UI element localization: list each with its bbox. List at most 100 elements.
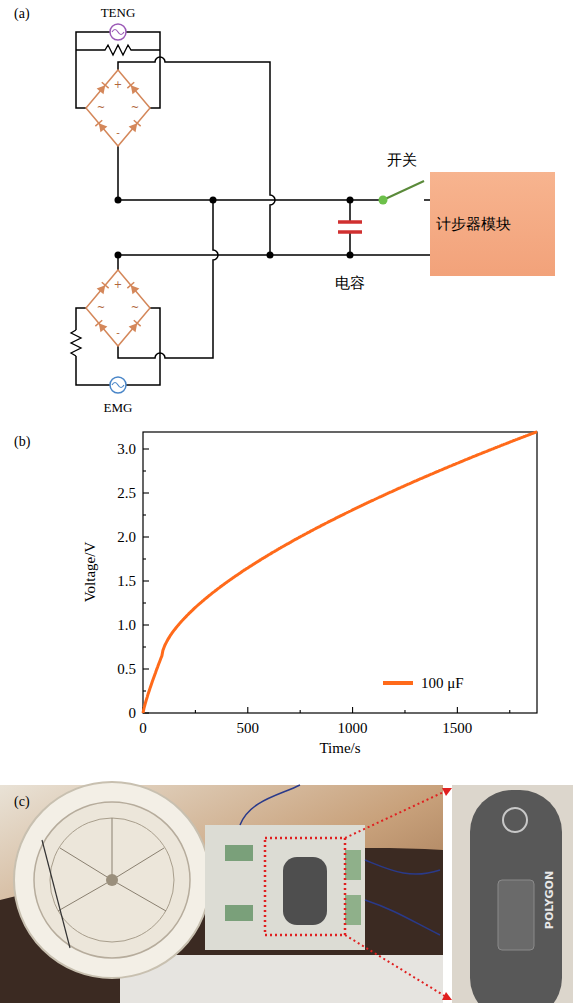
zoom-arrow (345, 790, 448, 998)
circuit-board (225, 845, 253, 861)
pedometer-device (503, 808, 527, 832)
capacitor-symbol (338, 220, 362, 224)
rectifier-bridge (86, 70, 150, 346)
pedometer-device (470, 790, 562, 1003)
zoom-arrowhead (442, 992, 452, 1000)
panel-label: (a) (14, 7, 30, 21)
zoom-arrowhead (442, 788, 452, 1000)
voltage-chart (0, 420, 573, 840)
rotating-cylinder (34, 802, 190, 958)
circuit-board (345, 895, 361, 925)
x-axis-tick (404, 710, 405, 713)
x-axis-tick (509, 710, 510, 713)
switch-label: 开关 (387, 153, 417, 168)
y-tick-label: 2.0 (117, 530, 136, 545)
capacitor-symbol (338, 230, 362, 234)
circuit-board (283, 857, 327, 925)
diode-symbol (129, 323, 138, 332)
brand-text: POLYGON (544, 871, 555, 929)
junction-dot (115, 252, 122, 259)
resistor-symbol (71, 45, 160, 356)
wire (118, 200, 218, 358)
circuit-board (205, 825, 365, 950)
switch-symbol (379, 181, 425, 205)
switch-symbol (383, 181, 424, 200)
diode-symbol (129, 123, 138, 132)
junction-dot (115, 197, 354, 259)
zoom-arrowhead (442, 788, 452, 796)
zoom-box (265, 838, 345, 935)
rectifier-bridge (86, 70, 150, 146)
y-axis-tick (143, 646, 146, 647)
wire (76, 308, 86, 330)
x-tick-label: 1000 (338, 721, 368, 736)
wire (126, 32, 160, 108)
resistor-symbol (76, 45, 160, 55)
diode-symbol (99, 323, 108, 332)
rotating-cylinder (58, 818, 166, 911)
x-axis-tick (247, 707, 248, 713)
x-tick-label: 500 (237, 721, 260, 736)
wire (76, 32, 110, 108)
x-axis-tick (457, 707, 458, 713)
diode-bar (127, 282, 134, 288)
paper-strip (120, 955, 443, 1003)
photo-background (0, 785, 443, 1003)
rectifier-bridge (86, 270, 150, 346)
junction-dot (267, 252, 274, 259)
diode-bar (95, 320, 102, 326)
module-label: 计步器模块 (436, 215, 549, 233)
diode-symbol (99, 123, 108, 132)
y-axis-tick (143, 492, 149, 493)
y-axis-tick (143, 580, 149, 581)
wire (76, 32, 432, 385)
circuit-board (345, 850, 361, 880)
voltage-curve (143, 432, 537, 713)
y-tick-label: 0.5 (117, 662, 136, 677)
rotating-cylinder (14, 782, 210, 978)
module-box: 计步器模块 (430, 172, 555, 276)
zoom-arrow (345, 935, 448, 998)
y-tick-label: 2.5 (117, 486, 136, 501)
diode-bar (127, 82, 134, 88)
y-tick-label: 1.5 (117, 574, 136, 589)
diode-symbol (131, 85, 140, 94)
ac-source (110, 24, 126, 40)
junction-dot (210, 197, 217, 204)
ac-source (112, 383, 124, 388)
legend-line-sample (383, 681, 413, 685)
source-name: TENG (101, 6, 136, 19)
y-axis-tick (143, 624, 149, 625)
x-axis-tick (300, 710, 301, 713)
diode-symbol (131, 285, 140, 294)
wire (76, 356, 110, 385)
circuit-board (225, 905, 253, 921)
legend-text: 100 μF (421, 676, 464, 691)
x-axis-tick (195, 710, 196, 713)
rotating-cylinder (50, 818, 174, 942)
diode-bar (134, 320, 141, 326)
capacitor-symbol (338, 222, 362, 232)
y-tick-label: 1.0 (117, 618, 136, 633)
capacitor-label: 电容 (335, 276, 365, 291)
y-axis-tick (143, 668, 149, 669)
panel-label: (b) (14, 435, 30, 449)
bridge-terminal: - (116, 328, 120, 338)
panel-label: (c) (14, 795, 30, 809)
y-axis-tick (143, 514, 146, 515)
plot-frame (143, 432, 537, 713)
ac-source (110, 24, 126, 393)
rotating-cylinder (106, 874, 118, 886)
y-axis-tick (143, 690, 146, 691)
ac-source (110, 377, 126, 393)
diode-symbol (97, 285, 106, 294)
diode-bar (102, 282, 109, 288)
bridge-terminal: ~ (131, 103, 139, 113)
diode-bar (134, 120, 141, 126)
axis-tick (143, 449, 510, 713)
x-tick-label: 0 (139, 721, 147, 736)
axis-title: Voltage/V (83, 542, 98, 603)
junction-dot (347, 197, 354, 204)
